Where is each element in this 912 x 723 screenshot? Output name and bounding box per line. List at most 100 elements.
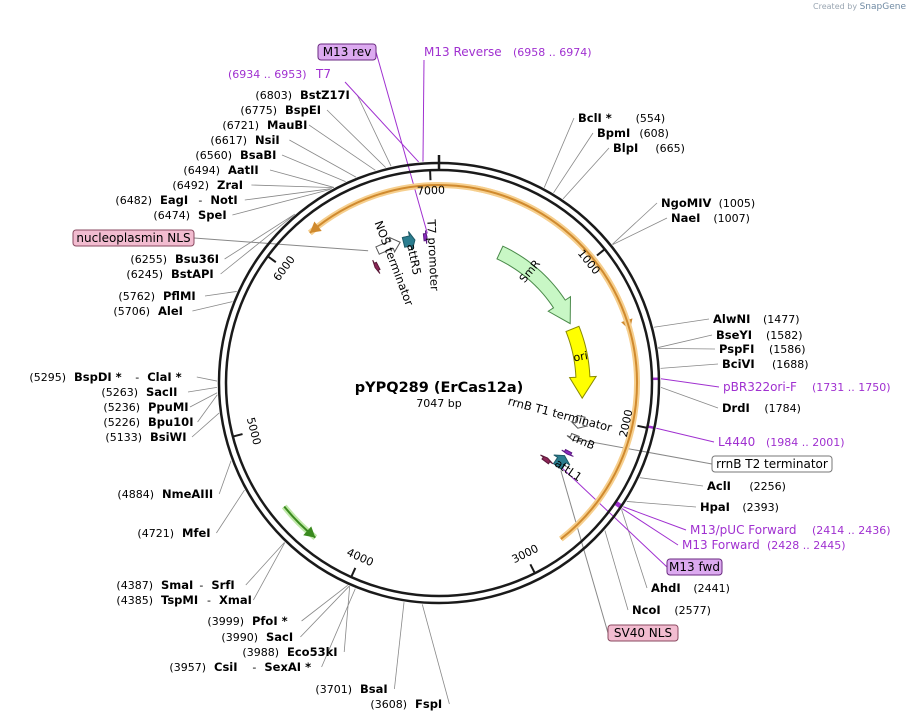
feature-label-t7-promoter: T7 promoter bbox=[424, 218, 442, 291]
box-m13-rev-leader bbox=[375, 51, 428, 234]
enzyme-bpu10i-name: Bpu10I bbox=[148, 415, 193, 429]
feature-nls-a bbox=[561, 448, 574, 457]
tick-2000 bbox=[637, 424, 648, 429]
primer-m13-forward-range: (2428 .. 2445) bbox=[767, 539, 846, 552]
feature-label-ori: ori bbox=[572, 349, 588, 364]
enzyme-bspdi-pair: ClaI * bbox=[147, 370, 181, 384]
enzyme-bseyi-pos: (1582) bbox=[766, 329, 803, 342]
enzyme-pspfi-pos: (1586) bbox=[769, 343, 806, 356]
enzyme-maubi-leader bbox=[308, 124, 376, 171]
feature-attl1 bbox=[552, 454, 571, 471]
box-rrnb-t2-terminator-rect bbox=[711, 455, 833, 473]
enzyme-pflmi-pos: (5762) bbox=[118, 290, 155, 303]
enzyme-alwni-leader bbox=[653, 318, 710, 328]
enzyme-bsabi-pos: (6560) bbox=[195, 149, 232, 162]
enzyme-aatii-pos: (6494) bbox=[183, 164, 220, 177]
feature-label-rrnb-t2: rrnB bbox=[570, 432, 596, 453]
backbone bbox=[217, 155, 661, 605]
box-m13-rev-text: M13 rev bbox=[323, 45, 372, 59]
tick-3000 bbox=[529, 563, 536, 574]
feature-rrnb-t1-terminator bbox=[570, 414, 589, 429]
primer-m13-puc-forward-leader bbox=[623, 506, 687, 531]
orange-arrowhead-1 bbox=[309, 221, 322, 233]
enzyme-hpai-leader bbox=[626, 501, 697, 508]
enzyme-tspmi-leader bbox=[253, 542, 286, 601]
enzyme-bsu36i-pos: (6255) bbox=[130, 253, 167, 266]
enzyme-mfei-pos: (4721) bbox=[137, 527, 174, 540]
enzyme-aatii-name: AatII bbox=[228, 163, 259, 177]
tick-label-7000: 7000 bbox=[417, 184, 446, 198]
enzyme-zrai-leader bbox=[251, 184, 334, 189]
feature-label-attl1: attL1 bbox=[552, 456, 585, 484]
enzyme-mfei-leader bbox=[216, 489, 245, 534]
enzyme-bsabi-leader bbox=[281, 154, 346, 182]
enzyme-bcivi-name: BciVI bbox=[722, 357, 755, 371]
box-sv40-nls-rect bbox=[607, 624, 679, 642]
enzyme-eco53ki-name: Eco53kI bbox=[287, 645, 338, 659]
enzyme-alei-leader bbox=[192, 301, 233, 312]
box-m13-fwd-text: M13 fwd bbox=[669, 560, 720, 574]
enzyme-eagi-pair: NotI bbox=[210, 193, 237, 207]
enzyme-nmeaiii-pos: (4884) bbox=[117, 488, 154, 501]
enzyme-blpi-leader bbox=[562, 147, 610, 200]
credit-prefix: Created by bbox=[813, 2, 858, 11]
enzyme-saci-leader bbox=[300, 585, 350, 638]
enzyme-bstz17i-leader bbox=[356, 94, 392, 167]
enzyme-ncoi-name: NcoI bbox=[632, 603, 661, 617]
enzyme-maubi-pos: (6721) bbox=[222, 119, 259, 132]
enzyme-tspmi-pos: (4385) bbox=[116, 594, 153, 607]
feature-attr5 bbox=[401, 231, 416, 251]
enzyme-eagi-dash: - bbox=[198, 194, 202, 207]
enzyme-bsiwi-pos: (5133) bbox=[105, 431, 142, 444]
enzyme-smai-name: SmaI bbox=[161, 578, 193, 592]
enzyme-drdi-leader bbox=[660, 387, 719, 409]
enzyme-bseyi-leader bbox=[658, 334, 713, 348]
enzyme-alei-name: AleI bbox=[158, 304, 183, 318]
leader-lines bbox=[187, 51, 720, 705]
plasmid-name: pYPQ289 (ErCas12a) bbox=[355, 380, 523, 396]
tick-label-5000: 5000 bbox=[244, 416, 264, 446]
enzyme-pflmi-leader bbox=[204, 291, 237, 297]
enzyme-eco53ki-leader bbox=[343, 586, 351, 653]
enzyme-bstapi-pos: (6245) bbox=[126, 268, 163, 281]
enzyme-pspfi-leader bbox=[658, 347, 716, 350]
enzyme-saci-pos: (3990) bbox=[221, 631, 258, 644]
primer-m13-puc-forward-name: M13/pUC Forward bbox=[690, 523, 797, 537]
enzyme-spei-name: SpeI bbox=[198, 208, 227, 222]
box-rrnb-t2-terminator-text: rrnB T2 terminator bbox=[716, 457, 828, 471]
enzyme-maubi-name: MauBI bbox=[267, 118, 307, 132]
enzyme-bsu36i-name: Bsu36I bbox=[175, 252, 219, 266]
feature-label-rrnb-t1: rrnB T1 terminator bbox=[506, 394, 613, 435]
enzyme-bstz17i-name: BstZ17I bbox=[300, 88, 350, 102]
box-m13-rev-rect bbox=[317, 43, 377, 61]
primer-m13-reverse-name: M13 Reverse bbox=[424, 45, 502, 59]
enzyme-bsabi-name: BsaBI bbox=[240, 148, 276, 162]
enzyme-bcli-leader bbox=[543, 117, 575, 188]
enzyme-drdi-name: DrdI bbox=[722, 401, 750, 415]
enzyme-bstapi-name: BstAPI bbox=[171, 267, 214, 281]
primer-m13-reverse-range: (6958 .. 6974) bbox=[513, 46, 592, 59]
box-nucleoplasmin-nls-rect bbox=[72, 229, 195, 247]
feature-nos-terminator bbox=[375, 236, 401, 255]
enzyme-hpai-name: HpaI bbox=[700, 500, 730, 514]
primer-pbr322ori-f-leader bbox=[660, 378, 720, 388]
enzyme-fspi-name: FspI bbox=[415, 697, 442, 711]
primer-m13-reverse-leader bbox=[422, 59, 425, 162]
box-m13-fwd-rect bbox=[666, 558, 723, 576]
box-sv40-nls-leader bbox=[560, 470, 609, 634]
enzyme-bspei-leader bbox=[326, 109, 386, 168]
tick-5000 bbox=[232, 433, 243, 438]
primer-l4440-range: (1984 .. 2001) bbox=[766, 436, 845, 449]
enzyme-pspfi-name: PspFI bbox=[719, 342, 754, 356]
box-m13-fwd-leader bbox=[562, 467, 668, 568]
enzyme-eagi-leader bbox=[244, 188, 332, 201]
enzyme-blpi-name: BlpI bbox=[613, 141, 638, 155]
orange-feature-arcs bbox=[281, 181, 640, 542]
enzyme-naei-leader bbox=[612, 217, 668, 245]
enzyme-csii-dash: - bbox=[252, 661, 256, 674]
enzyme-ppumi-leader bbox=[189, 392, 218, 408]
feature-t7-promoter bbox=[422, 230, 428, 244]
enzyme-csii-name: CsiI bbox=[214, 660, 238, 674]
enzyme-fspi-leader bbox=[421, 604, 450, 705]
